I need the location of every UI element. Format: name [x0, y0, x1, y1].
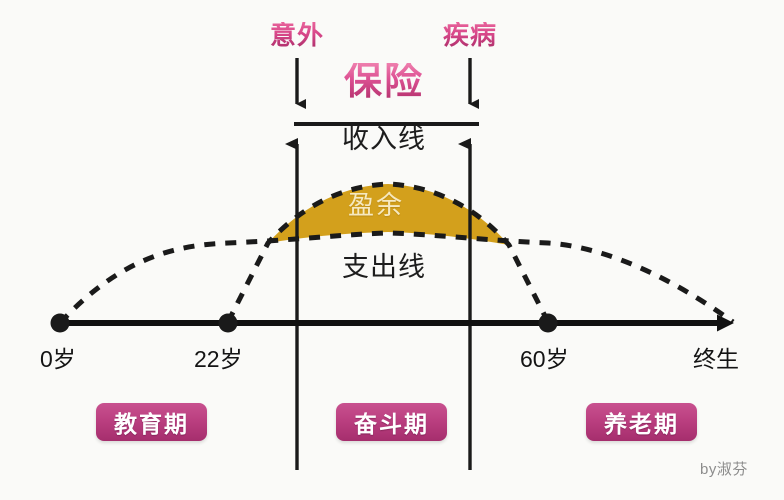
surplus-area	[268, 184, 509, 245]
risk-label-accident: 意外	[270, 20, 325, 50]
risk-label-illness: 疾病	[443, 20, 498, 50]
signature: by淑芬	[700, 461, 748, 478]
phase-pill-education[interactable]: 教育期	[96, 403, 207, 441]
phase-pill-struggle[interactable]: 奋斗期	[336, 403, 447, 441]
axis-dot-0	[50, 313, 70, 333]
expense-line-label: 支出线	[342, 252, 426, 282]
axis-dot-22	[218, 313, 238, 333]
page-title: 保险	[344, 61, 425, 103]
surplus-label: 盈余	[348, 190, 405, 220]
phase-pill-retirement[interactable]: 养老期	[586, 403, 697, 441]
axis-dot-60	[538, 313, 558, 333]
axis-tick-lifetime: 终生	[693, 346, 739, 372]
income-line-label: 收入线	[342, 124, 426, 154]
axis-tick-0: 0岁	[40, 346, 76, 372]
expense-curve	[58, 230, 735, 325]
timeline-axis	[50, 313, 734, 333]
axis-tick-22: 22岁	[194, 346, 243, 372]
axis-tick-60: 60岁	[520, 346, 569, 372]
